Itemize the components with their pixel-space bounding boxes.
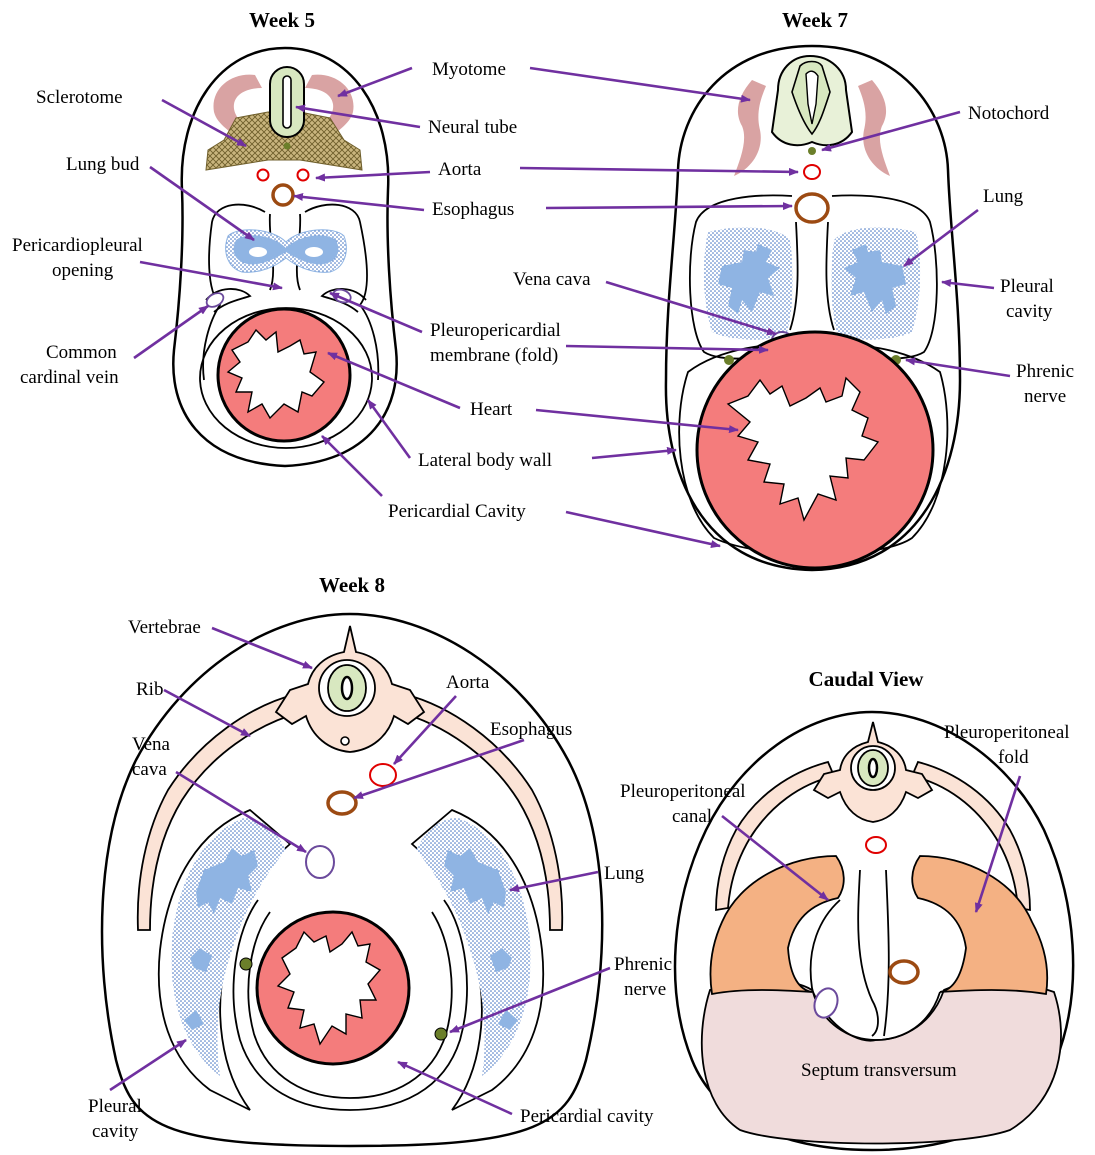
label-pericardial-cavity-w5: Pericardial Cavity bbox=[388, 501, 526, 522]
week8-aorta bbox=[370, 764, 396, 786]
label-vena-cava-w8-1: Vena bbox=[132, 734, 171, 755]
label-neural-tube: Neural tube bbox=[428, 117, 517, 138]
caudal-aorta bbox=[866, 837, 886, 853]
label-lung-w7: Lung bbox=[983, 186, 1024, 207]
week5-aorta-right bbox=[298, 170, 309, 181]
label-pleural-cavity-w7-2: cavity bbox=[1006, 301, 1053, 322]
week8-notochord-remnant bbox=[341, 737, 349, 745]
label-vertebrae: Vertebrae bbox=[128, 617, 201, 638]
label-pleuroperitoneal-canal-2: canal bbox=[672, 806, 712, 827]
label-heart: Heart bbox=[470, 399, 513, 420]
week7-aorta bbox=[804, 165, 820, 179]
label-pleuropericardial-2: membrane (fold) bbox=[430, 345, 558, 366]
label-pleuroperitoneal-fold-2: fold bbox=[998, 747, 1029, 768]
caudal-central-canal bbox=[869, 759, 877, 777]
caudal-title: Caudal View bbox=[809, 667, 925, 691]
week8-panel: Week 8 bbox=[102, 573, 602, 1146]
arrow-lateral-body-wall-w7 bbox=[592, 450, 676, 458]
label-pleuroperitoneal-canal-1: Pleuroperitoneal bbox=[620, 781, 746, 802]
week5-aorta-left bbox=[258, 170, 269, 181]
week7-panel: Week 7 bbox=[666, 8, 960, 570]
week8-central-canal bbox=[342, 677, 352, 699]
label-lung-bud: Lung bud bbox=[66, 154, 140, 175]
week5-esophagus bbox=[273, 185, 293, 205]
week5-neural-canal bbox=[283, 76, 291, 128]
week5-title: Week 5 bbox=[249, 8, 315, 32]
week8-title: Week 8 bbox=[319, 573, 385, 597]
label-rib: Rib bbox=[136, 679, 163, 700]
label-common-cardinal-1: Common bbox=[46, 342, 117, 363]
week8-vena-cava bbox=[306, 846, 334, 878]
week5-lung-lumen-right bbox=[305, 247, 323, 257]
label-esophagus-w5: Esophagus bbox=[432, 199, 514, 220]
week8-esophagus bbox=[328, 792, 356, 814]
week5-panel: Week 5 bbox=[173, 8, 396, 466]
label-phrenic-w8-1: Phrenic bbox=[614, 954, 672, 975]
label-phrenic-w7-2: nerve bbox=[1024, 386, 1066, 407]
label-vena-cava-w7: Vena cava bbox=[513, 269, 591, 290]
label-phrenic-w7-1: Phrenic bbox=[1016, 361, 1074, 382]
label-phrenic-w8-2: nerve bbox=[624, 979, 666, 1000]
week7-notochord bbox=[808, 147, 816, 155]
label-aorta-w8: Aorta bbox=[446, 672, 490, 693]
week7-esophagus bbox=[796, 194, 828, 222]
label-sclerotome: Sclerotome bbox=[36, 87, 123, 108]
week5-notochord bbox=[284, 143, 291, 150]
label-common-cardinal-2: cardinal vein bbox=[20, 367, 119, 388]
week7-phrenic-nerve-left bbox=[724, 355, 734, 365]
label-pleural-cavity-w8-2: cavity bbox=[92, 1121, 139, 1142]
label-pleuropericardial-1: Pleuropericardial bbox=[430, 320, 561, 341]
arrow-pericardial-cavity-w7 bbox=[566, 512, 720, 546]
week7-title: Week 7 bbox=[782, 8, 848, 32]
caudal-esophagus bbox=[890, 961, 918, 983]
week8-phrenic-nerve-right bbox=[435, 1028, 447, 1040]
week8-phrenic-nerve-left bbox=[240, 958, 252, 970]
week5-lung-lumen-left bbox=[249, 247, 267, 257]
label-notochord: Notochord bbox=[968, 103, 1050, 124]
label-pleural-cavity-w7-1: Pleural bbox=[1000, 276, 1054, 297]
label-aorta-w5: Aorta bbox=[438, 159, 482, 180]
label-pericardiopleural-1: Pericardiopleural bbox=[12, 235, 143, 256]
label-pleuroperitoneal-fold-1: Pleuroperitoneal bbox=[944, 722, 1070, 743]
label-pericardial-cavity-w8: Pericardial cavity bbox=[520, 1106, 654, 1127]
label-esophagus-w8: Esophagus bbox=[490, 719, 572, 740]
label-myotome: Myotome bbox=[432, 59, 506, 80]
label-pleural-cavity-w8-1: Pleural bbox=[88, 1096, 142, 1117]
label-vena-cava-w8-2: cava bbox=[132, 759, 167, 780]
label-lung-w8: Lung bbox=[604, 863, 645, 884]
label-septum-transversum: Septum transversum bbox=[801, 1060, 957, 1081]
label-lateral-body-wall: Lateral body wall bbox=[418, 450, 552, 471]
label-pericardiopleural-2: opening bbox=[52, 260, 114, 281]
